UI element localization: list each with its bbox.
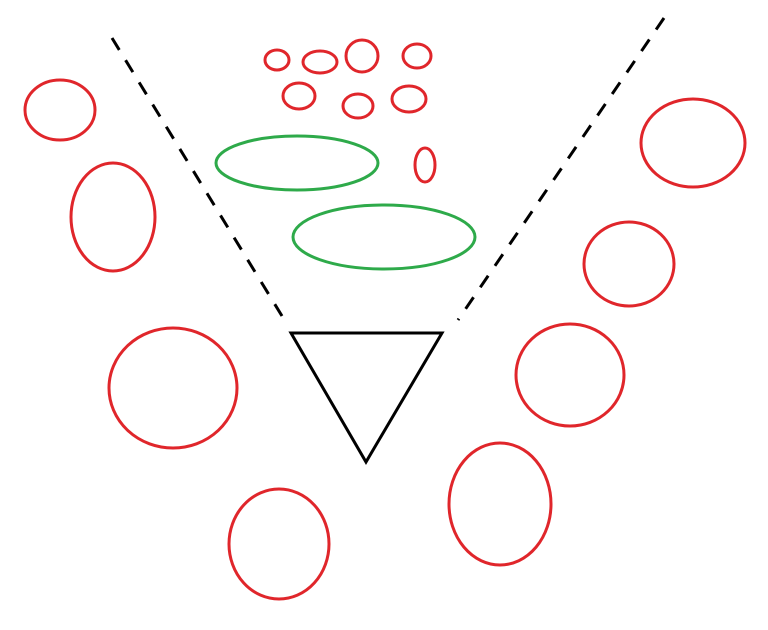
funnel-triangle bbox=[288, 331, 445, 465]
red-ellipse-outer-left-4 bbox=[227, 487, 331, 601]
red-ellipse-inner-6 bbox=[341, 92, 375, 120]
left-dashed-line bbox=[110, 37, 284, 317]
red-ellipse-outer-right-4 bbox=[447, 441, 553, 567]
red-ellipse-outer-right-1 bbox=[639, 97, 747, 189]
red-ellipse-inner-2 bbox=[301, 49, 339, 75]
red-ellipse-outer-left-3 bbox=[107, 326, 239, 450]
red-ellipse-outer-left-1 bbox=[23, 78, 97, 142]
green-ellipse-lower bbox=[291, 203, 477, 271]
red-ellipse-outer-right-3 bbox=[514, 322, 626, 428]
red-ellipse-outer-left-2 bbox=[69, 161, 157, 273]
red-ellipse-inner-5 bbox=[281, 81, 317, 111]
red-ellipse-inner-7 bbox=[390, 84, 428, 114]
red-ellipse-inner-4 bbox=[401, 42, 433, 70]
red-ellipse-inner-3 bbox=[344, 38, 380, 74]
right-dashed-line bbox=[456, 17, 666, 321]
red-ellipse-inner-1 bbox=[263, 48, 291, 72]
green-ellipse-upper bbox=[214, 134, 380, 192]
red-ellipse-inner-8 bbox=[413, 146, 437, 184]
red-ellipse-outer-right-2 bbox=[582, 220, 676, 308]
